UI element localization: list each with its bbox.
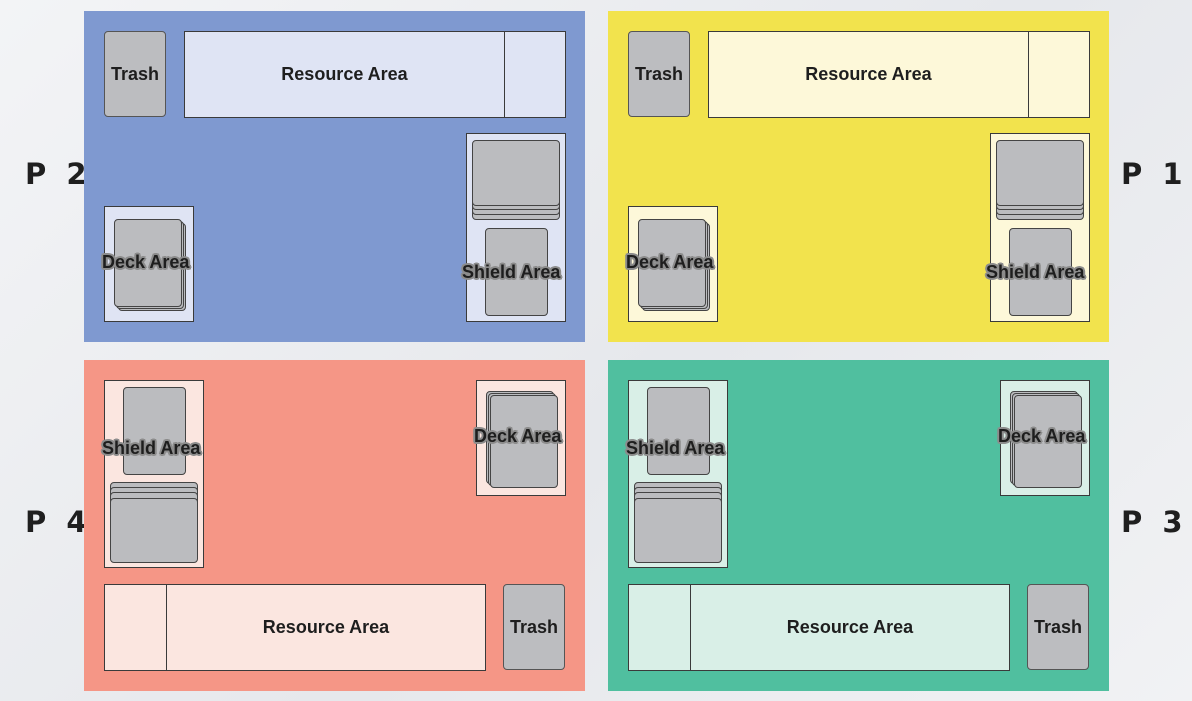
player-label-p3: P 3 xyxy=(1121,505,1188,539)
trash-label: Trash xyxy=(110,63,160,84)
resource-area-label: Resource Area xyxy=(262,617,390,637)
shield-area[interactable]: Shield Area xyxy=(462,133,566,322)
trash-zone[interactable]: Trash xyxy=(104,31,166,117)
card-stack-icon xyxy=(110,498,198,563)
card-stack-icon xyxy=(638,219,706,307)
deck-area[interactable]: Deck Area xyxy=(626,206,718,322)
card-icon xyxy=(123,387,186,475)
shield-area-label: Shield Area xyxy=(462,262,561,282)
player-label-p2: P 2 xyxy=(25,157,92,191)
board-p3: Shield Area Deck Area Resource Area Tras… xyxy=(608,360,1109,691)
card-icon xyxy=(485,228,548,316)
card-stack-icon xyxy=(472,140,560,206)
shield-area[interactable]: Shield Area xyxy=(986,133,1090,322)
resource-area[interactable]: Resource Area xyxy=(184,31,566,118)
resource-area[interactable]: Resource Area xyxy=(104,584,486,671)
resource-divider xyxy=(1028,32,1029,117)
shield-area[interactable]: Shield Area xyxy=(102,380,204,568)
trash-zone[interactable]: Trash xyxy=(1027,584,1089,670)
trash-zone[interactable]: Trash xyxy=(628,31,690,117)
card-stack-icon xyxy=(1014,395,1082,488)
resource-area-label: Resource Area xyxy=(786,617,914,637)
shield-area-label: Shield Area xyxy=(986,262,1085,282)
deck-area-label: Deck Area xyxy=(626,252,714,272)
player-label-p1: P 1 xyxy=(1121,157,1188,191)
trash-label: Trash xyxy=(634,63,684,84)
resource-divider xyxy=(166,585,167,670)
resource-area[interactable]: Resource Area xyxy=(708,31,1090,118)
card-icon xyxy=(647,387,710,475)
trash-label: Trash xyxy=(1033,616,1083,637)
deck-area[interactable]: Deck Area xyxy=(998,380,1090,496)
card-stack-icon xyxy=(490,395,558,488)
card-stack-icon xyxy=(996,140,1084,206)
shield-area-label: Shield Area xyxy=(626,438,725,458)
player-label-p4: P 4 xyxy=(25,505,92,539)
shield-area[interactable]: Shield Area xyxy=(626,380,728,568)
trash-label: Trash xyxy=(509,616,559,637)
resource-area-label: Resource Area xyxy=(805,64,932,84)
card-icon xyxy=(1009,228,1072,316)
trash-zone[interactable]: Trash xyxy=(503,584,565,670)
resource-area-label: Resource Area xyxy=(281,64,408,84)
resource-divider xyxy=(690,585,691,670)
deck-area-label: Deck Area xyxy=(474,426,562,446)
deck-area-label: Deck Area xyxy=(998,426,1086,446)
deck-area-label: Deck Area xyxy=(102,252,190,272)
board-p2: Trash Resource Area Deck Area Shield Are… xyxy=(84,11,585,342)
board-p1: Trash Resource Area Deck Area Shield Are… xyxy=(608,11,1109,342)
deck-area[interactable]: Deck Area xyxy=(474,380,566,496)
deck-area[interactable]: Deck Area xyxy=(102,206,194,322)
shield-area-label: Shield Area xyxy=(102,438,201,458)
board-p4: Shield Area Deck Area Resource Area Tras… xyxy=(84,360,585,691)
resource-area[interactable]: Resource Area xyxy=(628,584,1010,671)
card-stack-icon xyxy=(114,219,182,307)
card-stack-icon xyxy=(634,498,722,563)
resource-divider xyxy=(504,32,505,117)
